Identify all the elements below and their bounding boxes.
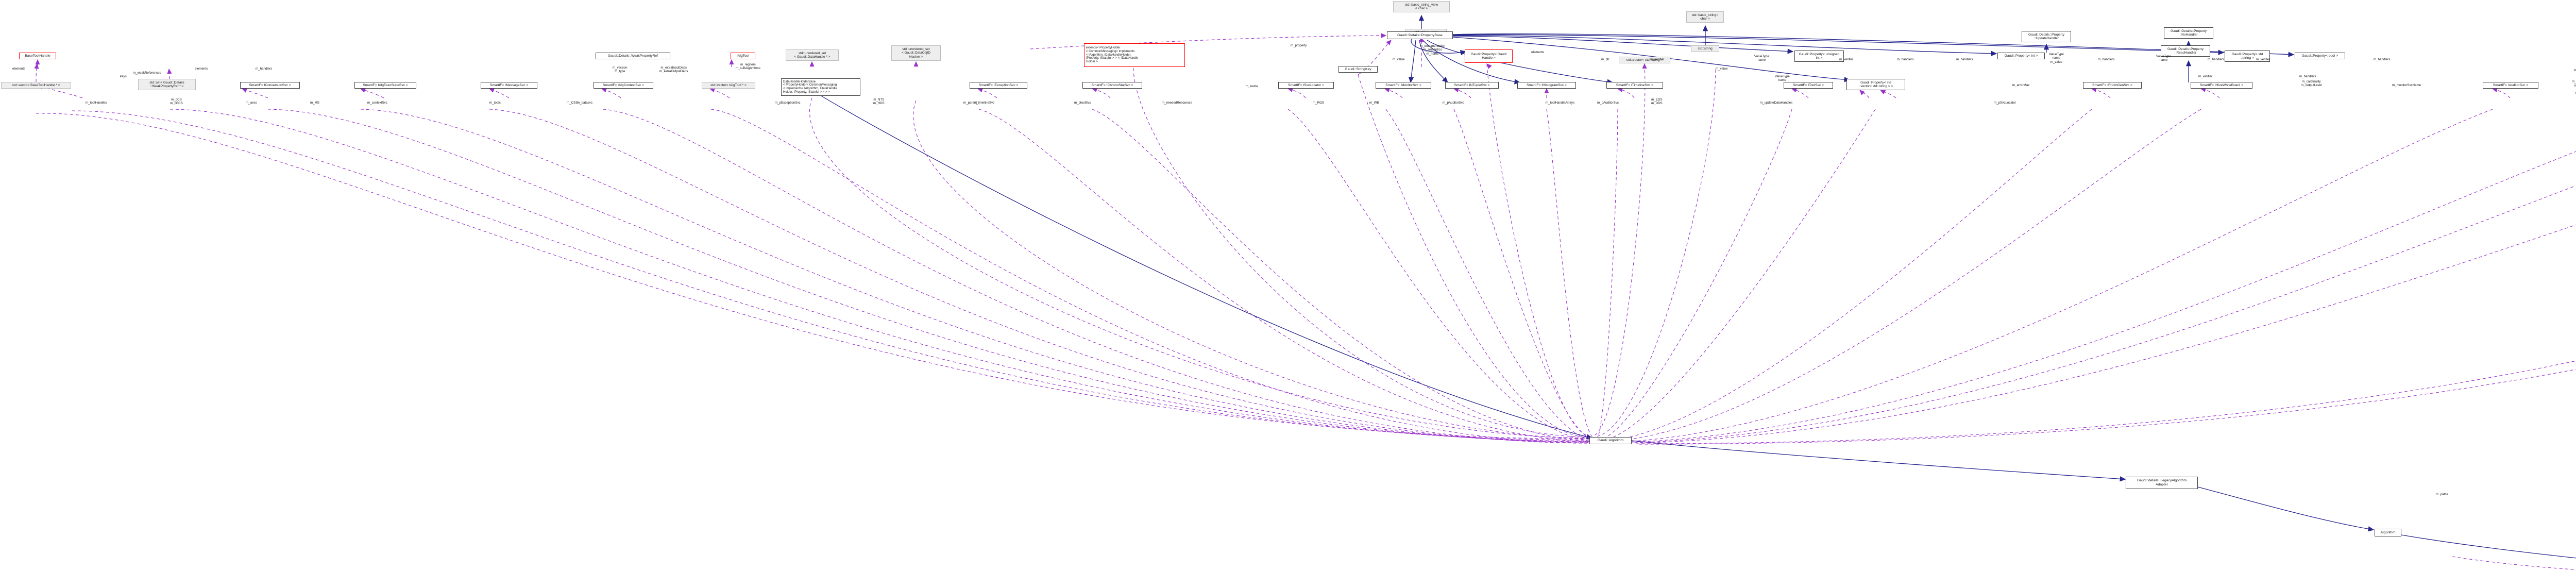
edge-label: m_updateDataHandles xyxy=(1760,101,1793,105)
edge-label: m_MS xyxy=(310,101,319,105)
class-node-dataobjid_hasher[interactable]: Gaudi::StringKey xyxy=(1338,66,1378,73)
class-node-smartif_imonitorsvc[interactable]: SmartIF< IMonitorSvc > xyxy=(1376,82,1431,89)
class-node-string[interactable]: std::string xyxy=(1691,45,1719,52)
edge-label: m_NTS m_HDS xyxy=(873,98,885,106)
edge-label: m_WB xyxy=(1369,101,1379,105)
edge-label: m_timelineSvc xyxy=(974,101,995,105)
edge-label: m_value xyxy=(1716,67,1728,71)
edge-label: elements xyxy=(1531,51,1545,54)
edge-label: m_tools xyxy=(489,101,501,105)
edge-label: m_parent xyxy=(963,101,977,105)
class-node-basetoolhandle[interactable]: BaseToolHandle xyxy=(19,53,56,59)
class-node-smartif_itimelinesvc[interactable]: SmartIF< ITimelineSvc > xyxy=(1606,82,1663,89)
edge-label: m_handlers xyxy=(2208,58,2225,61)
edge-label: m_pCS m_pECS xyxy=(170,98,183,106)
class-node-prop_nohandler[interactable]: Gaudi::Details::Property ::NoHandler xyxy=(2164,27,2213,39)
class-node-set_unordered2[interactable]: std::unordered_set < Gaudi::DataObjID Ha… xyxy=(891,45,941,61)
edge-label: m_version m_type xyxy=(613,66,628,74)
class-node-smartif_imessagesvc[interactable]: SmartIF< IMessageSvc > xyxy=(481,82,537,89)
edge-label: m_ptoolSvc xyxy=(1074,101,1091,105)
class-node-smartif_ialgcontextsvc[interactable]: SmartIF< IAlgContextSvc > xyxy=(594,82,653,89)
edge-label: m_contextSvc xyxy=(367,101,387,105)
class-node-stdstring_ptr[interactable]: std::vector< std::string > xyxy=(1619,57,1670,63)
edge-label: m_handlers xyxy=(1897,58,1914,61)
class-node-legacy_adapter[interactable]: Gaudi::details::LegacyAlgorithm Adapter xyxy=(2126,477,2198,489)
class-node-smartif_iauditorsvc[interactable]: SmartIF< IAuditorSvc > xyxy=(2483,82,2538,89)
edge-label: m_EDS m_DDS xyxy=(1651,98,1663,106)
edge-label: m_pSvcLocator xyxy=(1994,101,2016,105)
edge-label: m_property xyxy=(1291,44,1307,47)
edge-label: m_extraInputDeps m_extraOutputDeps xyxy=(659,66,688,74)
edge-label: m_verifier xyxy=(2198,75,2213,78)
class-node-smartif_iexceptionsvc[interactable]: SmartIF< IExceptionSvc > xyxy=(970,82,1027,89)
edge-label: m_value xyxy=(1393,58,1405,61)
edge-label: m_weakReferences xyxy=(133,71,161,75)
edge-label: m_ptr xyxy=(1601,58,1609,61)
class-node-vector_ialgtool[interactable]: std::vector< IAlgTool * > xyxy=(702,82,755,89)
class-node-imgtool[interactable]: IAlgTool xyxy=(731,53,755,59)
edge-label: m_paths xyxy=(2436,493,2448,496)
edge-label: m_monitorSvcName xyxy=(2392,83,2421,87)
class-node-prop_updhandler[interactable]: Gaudi::Details::Property ::UpdateHandler xyxy=(2022,31,2071,42)
edge-label: m_handlers xyxy=(2374,58,2391,61)
edge-label: m_regItem m_subAlgorithms xyxy=(736,63,760,71)
edge-label: m_pExceptionSvc xyxy=(775,101,801,105)
edge-label: m_aess xyxy=(246,101,257,105)
class-node-prop_bool[interactable]: Gaudi::Property< bool > xyxy=(2295,53,2345,59)
class-node-smartif_ichronostatsvc[interactable]: SmartIF< IChronoStatSvc > xyxy=(1082,82,1142,89)
class-node-algorithm[interactable]: Algorithm xyxy=(2375,529,2401,536)
class-node-propertybase[interactable]: Gaudi::Details::PropertyBase xyxy=(1387,31,1453,39)
class-node-prop_readhandler[interactable]: Gaudi::Details::Property ::ReadHandler xyxy=(2161,45,2210,57)
edge-label: m_handlers xyxy=(256,67,273,71)
edge-label: m_neededResources xyxy=(1162,101,1192,105)
edge-label: elements xyxy=(12,67,26,71)
class-node-prop_uint[interactable]: Gaudi::Property< unsigned int > xyxy=(1794,51,1844,62)
edge-label: m_CSS xyxy=(567,101,578,105)
class-node-smartif_irndmgensvc[interactable]: SmartIF< IRndmGenSvc > xyxy=(2083,82,2142,89)
class-node-datahandleholderbase[interactable]: DataHandleHolderBase < PropertyHolder< C… xyxy=(781,78,860,96)
class-node-gaudi_algorithm[interactable]: Gaudi::Algorithm xyxy=(1589,437,1632,444)
class-node-set_datahandle[interactable]: std::unordered_set < Gaudi::DataHandle *… xyxy=(786,49,839,61)
class-node-basic_string_view[interactable]: std::basic_string_view < char > xyxy=(1393,1,1450,12)
edge-label: elements xyxy=(195,67,208,71)
class-node-smartif_ialgexecstatesvc[interactable]: SmartIF< IAlgExecStateSvc > xyxy=(354,82,416,89)
class-node-set_weakprop[interactable]: std::set< Gaudi::Details ::WeakPropertyR… xyxy=(138,79,196,90)
class-node-basic_string[interactable]: std::basic_string< char > xyxy=(1686,11,1724,23)
class-node-smartif_iconversionsvc[interactable]: SmartIF< IConversionSvc > xyxy=(240,82,300,89)
class-node-smartif_isvclocator[interactable]: SmartIF< ISvcLocator > xyxy=(1278,82,1334,89)
class-node-smartif_ihistogramsvc[interactable]: SmartIF< IHistogramSvc > xyxy=(1517,82,1576,89)
edge-label: m_pAuditorSvc xyxy=(1443,101,1464,105)
edge-label: ValueType name xyxy=(1754,55,1769,62)
edge-label: m_toolHandleArrays xyxy=(1546,101,1575,105)
class-node-prop_std_string[interactable]: Gaudi::Property< std ::string > xyxy=(2225,51,2270,62)
edge-label: m_handlers xyxy=(2299,75,2316,78)
edge-label: m_datasvc xyxy=(577,101,592,105)
edge-label: m_handlers xyxy=(1956,58,1973,61)
class-node-prop_int[interactable]: Gaudi::Property< int > xyxy=(1997,53,2045,59)
edge-label: m_RGS xyxy=(1313,101,1325,105)
edge-label: m_handlers xyxy=(2098,58,2115,61)
class-node-vector_basetoolhandle[interactable]: std::vector< BaseToolHandle * > xyxy=(1,82,71,89)
class-node-smartif_intuplesvc[interactable]: SmartIF< INTupleSvc > xyxy=(1445,82,1499,89)
edge-label: m_documentation m_semantics m_name xyxy=(1420,44,1446,56)
edge-label: m_isIOBound m_registerContext m_auditorS… xyxy=(2572,69,2576,95)
class-node-weakpropertyref[interactable]: Gaudi::Details::WeakPropertyRef xyxy=(596,53,670,59)
class-node-gaudi_handle[interactable]: Gaudi::Property< Gaudi Handle > xyxy=(1465,49,1513,63)
class-node-smartif_ihivewhiteboard[interactable]: SmartIF< IHiveWhiteBoard > xyxy=(2191,82,2252,89)
class-node-smartif_itoolsvc[interactable]: SmartIF< IToolSvc > xyxy=(1784,82,1833,89)
class-node-prop_vec_string[interactable]: Gaudi::Property< std ::vector< std::stri… xyxy=(1846,79,1905,90)
edge-label: m_toolHandles xyxy=(86,101,107,105)
edge-label: m_name xyxy=(1246,85,1259,88)
class-node-extends_propertyholder[interactable]: extends< PropertyHolder < CommonMessagin… xyxy=(1084,43,1185,67)
edge-label: m_cardinality m_outputLevel xyxy=(2301,80,2322,88)
edge-label: ValueType name xyxy=(1775,75,1790,82)
edge-label: ValueType name m_value xyxy=(2049,53,2064,64)
edge-label: m_pAuditorSvc xyxy=(1597,101,1619,105)
edge-label: m_errorMax xyxy=(2012,83,2030,87)
edge-label: keys xyxy=(120,75,127,78)
